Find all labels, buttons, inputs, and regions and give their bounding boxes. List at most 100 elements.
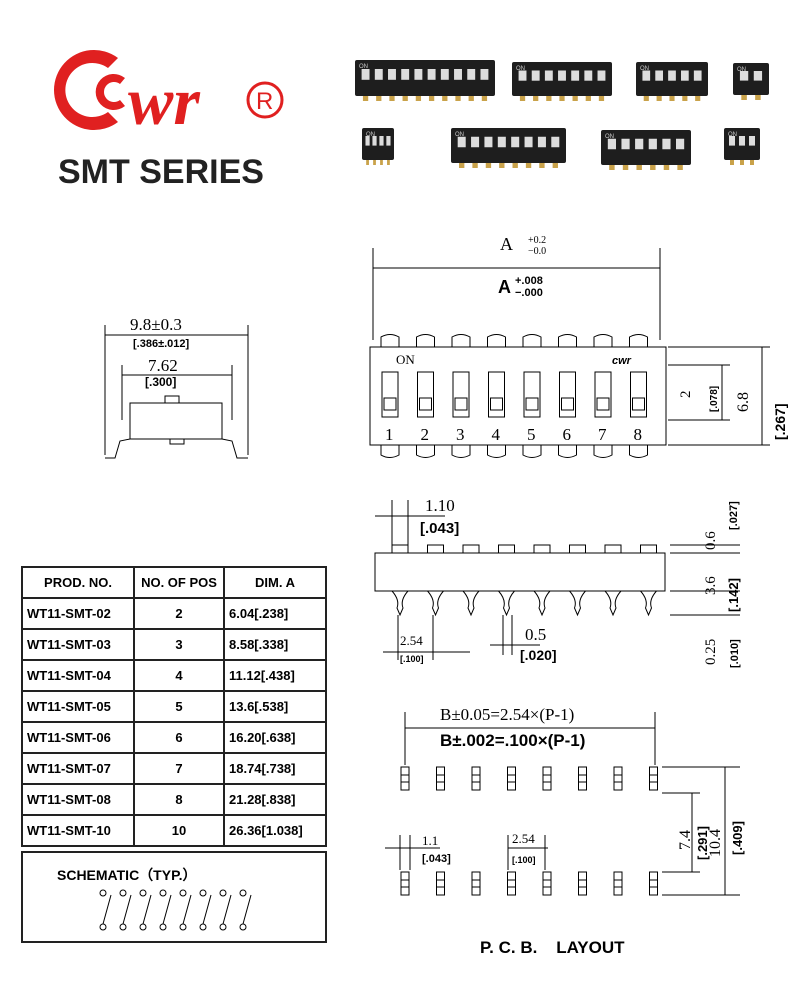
schematic-box: SCHEMATIC（TYP.） (21, 851, 327, 943)
dip-switch-photo: ON (733, 63, 769, 100)
svg-text:+.008: +.008 (515, 275, 543, 287)
contact (179, 889, 187, 897)
switch-lever (242, 894, 252, 925)
table-cell: WT11-SMT-07 (21, 752, 135, 785)
contact (139, 889, 147, 897)
terminal (522, 334, 542, 347)
contact (159, 889, 167, 897)
svg-text:[.020]: [.020] (520, 647, 557, 663)
svg-text:2: 2 (678, 391, 694, 399)
terminal (416, 445, 435, 458)
lead (533, 590, 551, 617)
svg-text:[.100]: [.100] (400, 654, 424, 664)
table-cell: WT11-SMT-04 (21, 659, 135, 692)
contact (119, 923, 127, 931)
terminal (380, 334, 400, 347)
switch-slot (594, 371, 612, 418)
switch-slot (523, 371, 541, 418)
pcb-pad (436, 871, 445, 896)
svg-text:+0.2: +0.2 (528, 235, 546, 246)
switch-slot (417, 371, 434, 418)
switch-actuator (454, 397, 468, 411)
terminal (558, 445, 577, 458)
table-cell: 16.20[.638] (223, 721, 327, 754)
svg-text:ON: ON (640, 66, 649, 72)
lead (498, 590, 515, 617)
terminal (558, 334, 577, 347)
table-cell: WT11-SMT-02 (21, 597, 135, 630)
table-cell: 8.58[.338] (223, 628, 327, 661)
contact (199, 889, 207, 897)
table-cell: 18.74[.738] (223, 752, 327, 785)
svg-text:[.409]: [.409] (730, 821, 745, 855)
table-cell: WT11-SMT-03 (21, 628, 135, 661)
svg-text:2.54: 2.54 (512, 831, 535, 846)
actuator (427, 544, 444, 554)
table-header: PROD. NO. NO. OF POS DIM. A (21, 566, 327, 599)
position-number: 6 (563, 425, 572, 444)
pcb-pad (613, 871, 623, 896)
dip-switch-photo: ON (355, 60, 495, 101)
svg-text:cwr: cwr (612, 355, 632, 367)
terminal (380, 445, 400, 458)
table-cell: 5 (133, 690, 225, 723)
pcb-pad (578, 766, 587, 791)
table-cell: 6.04[.238] (223, 597, 327, 630)
svg-text:7.62: 7.62 (148, 356, 178, 375)
svg-text:0.25: 0.25 (703, 639, 719, 665)
table-cell: 3 (133, 628, 225, 661)
terminal (487, 445, 506, 458)
svg-text:R: R (256, 88, 273, 115)
svg-text:wr: wr (128, 63, 200, 139)
pcb-pad (400, 766, 410, 791)
svg-text:9.8±0.3: 9.8±0.3 (130, 315, 182, 334)
actuator (533, 544, 551, 554)
terminal (629, 334, 648, 347)
switch-lever (222, 894, 232, 925)
svg-text:[.043]: [.043] (422, 853, 451, 865)
pcb-pad (649, 766, 658, 791)
pcb-pad (471, 766, 481, 791)
contact (99, 889, 107, 897)
switch-slot (381, 371, 399, 418)
switch-slot (452, 371, 470, 418)
svg-text:ON: ON (737, 67, 746, 73)
pcb-layout: B±0.05=2.54×(P-1) B±.002=.100×(P-1) 7.4 … (385, 705, 745, 957)
lead (569, 590, 586, 617)
switch-actuator (632, 397, 645, 411)
position-number: 7 (598, 425, 607, 444)
switch-slot (630, 371, 647, 418)
actuator (498, 544, 515, 554)
terminal (451, 334, 471, 347)
switch-actuator (561, 397, 574, 411)
svg-text:[.043]: [.043] (420, 520, 459, 537)
switch-actuator (419, 397, 432, 411)
switch-actuator (383, 397, 397, 411)
actuator (462, 544, 480, 554)
lead (462, 590, 480, 617)
switch-actuator (525, 397, 539, 411)
svg-text:[.267]: [.267] (772, 403, 788, 440)
svg-text:[.386±.012]: [.386±.012] (133, 338, 190, 350)
svg-text:[.100]: [.100] (512, 855, 536, 865)
pcb-pad (578, 871, 587, 896)
pcb-pad (542, 766, 552, 791)
lead (640, 590, 657, 617)
svg-text:10.4: 10.4 (707, 829, 724, 857)
switch-lever (182, 894, 192, 925)
dip-switch-photo: ON (636, 62, 708, 101)
position-number: 8 (634, 425, 643, 444)
pcb-pad (436, 766, 445, 791)
position-number: 1 (385, 425, 394, 444)
table-cell: WT11-SMT-06 (21, 721, 135, 754)
svg-text:[.010]: [.010] (729, 639, 741, 668)
contact (239, 889, 247, 897)
contact (119, 889, 127, 897)
